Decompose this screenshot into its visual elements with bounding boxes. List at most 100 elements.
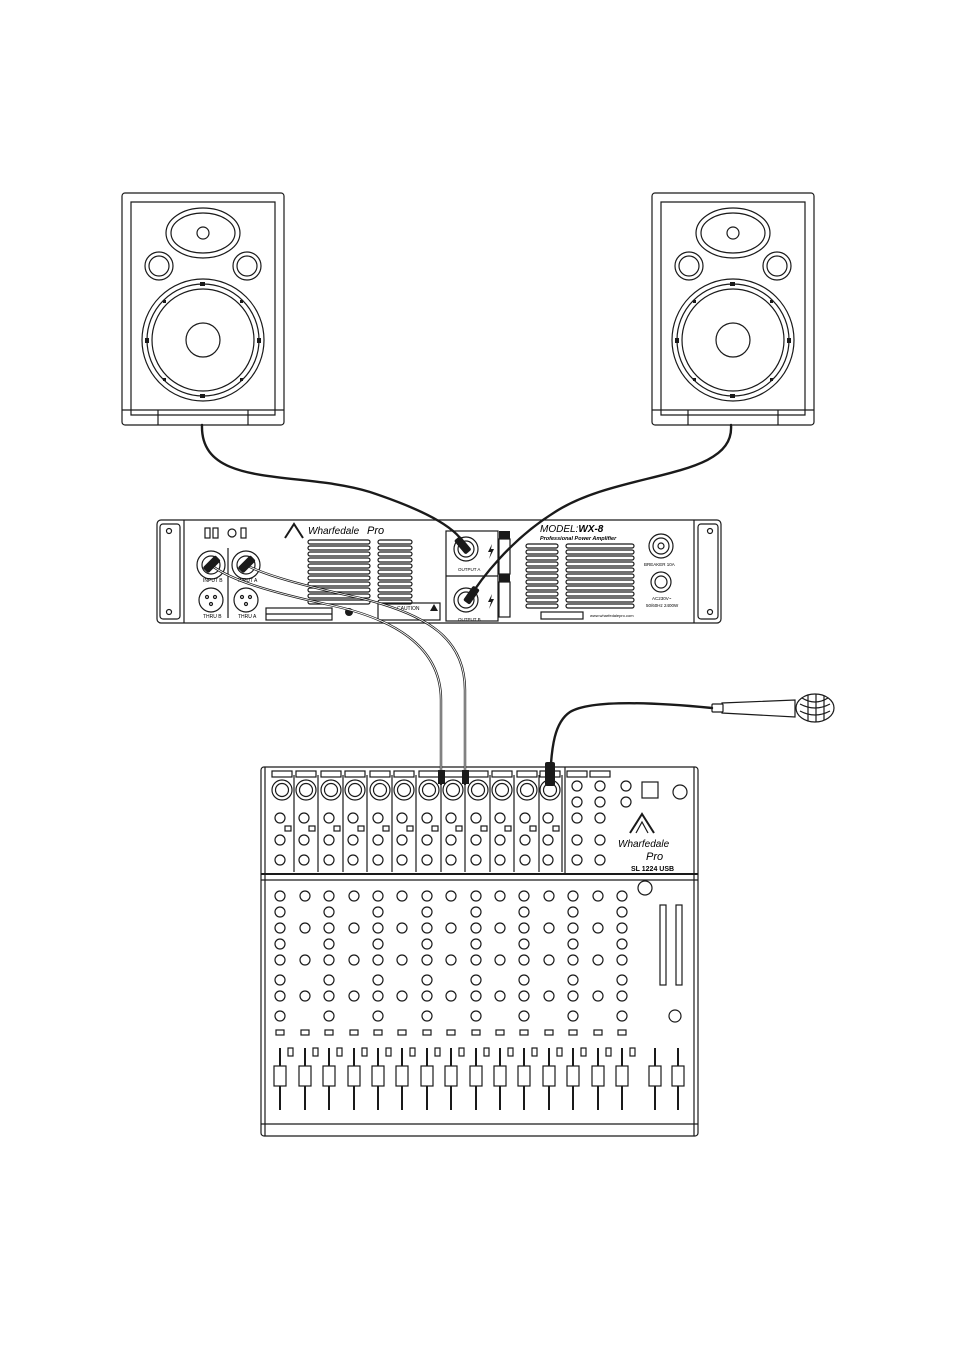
- grid-knob: [494, 890, 506, 902]
- solo-button: [629, 1047, 636, 1057]
- fader-cap: [395, 1065, 409, 1087]
- mixer-fader-section: [273, 880, 685, 1110]
- channel-knob: [396, 812, 408, 824]
- grid-knob: [616, 922, 628, 934]
- channel-knob: [396, 854, 408, 866]
- level-meter: [659, 904, 667, 986]
- vent-slot: [377, 575, 413, 581]
- channel-knob: [542, 834, 554, 846]
- xlr-input-jack-ring: [274, 782, 290, 798]
- channel-knob: [372, 834, 384, 846]
- grid-knob: [396, 890, 408, 902]
- stereo-knob: [571, 780, 583, 792]
- channel-knob: [323, 854, 335, 866]
- vent-slot: [377, 569, 413, 575]
- grid-knob: [567, 890, 579, 902]
- grid-knob: [567, 906, 579, 918]
- mute-button: [422, 1029, 432, 1036]
- channel-knob: [494, 834, 506, 846]
- mixing-console: Wharfedale Pro SL 1224 USB: [260, 766, 699, 1137]
- channel-knob: [542, 854, 554, 866]
- mute-button: [471, 1029, 481, 1036]
- channel-knob: [542, 812, 554, 824]
- fader-cap: [566, 1065, 580, 1087]
- mute-button: [275, 1029, 285, 1036]
- xlr-input-jack-ring: [323, 782, 339, 798]
- vent-slot: [565, 591, 635, 597]
- vent-slot: [377, 545, 413, 551]
- channel-knob: [470, 812, 482, 824]
- vent-slot: [377, 539, 413, 545]
- grid-knob: [421, 974, 433, 986]
- grid-knob: [323, 890, 335, 902]
- grid-knob: [470, 890, 482, 902]
- amp-model-prefix: MODEL:: [540, 524, 579, 535]
- vent-slot: [377, 563, 413, 569]
- mixer-brand-script: Pro: [646, 851, 663, 863]
- vent-slot: [525, 561, 559, 567]
- vent-slot: [307, 551, 371, 557]
- grid-knob: [616, 938, 628, 950]
- grid-knob: [445, 990, 457, 1002]
- grid-knob: [299, 990, 311, 1002]
- grid-knob: [470, 990, 482, 1002]
- vent-slot: [525, 585, 559, 591]
- channel-knob: [323, 812, 335, 824]
- grid-knob: [323, 906, 335, 918]
- vent-slot: [307, 599, 371, 605]
- amp-thru-a-label: THRU A: [238, 614, 257, 620]
- channel-knob: [519, 834, 531, 846]
- mixer-channel-strips: [271, 770, 688, 872]
- master-knob: [668, 1009, 682, 1023]
- channel-knob: [445, 854, 457, 866]
- vent-slot: [565, 549, 635, 555]
- channel-switch: [455, 825, 463, 832]
- grid-knob: [494, 990, 506, 1002]
- grid-knob: [567, 922, 579, 934]
- grid-knob: [518, 990, 530, 1002]
- vent-slot: [565, 579, 635, 585]
- solo-button: [531, 1047, 538, 1057]
- channel-knob: [494, 812, 506, 824]
- fader-cap: [298, 1065, 312, 1087]
- mute-button: [324, 1029, 334, 1036]
- channel-knob: [298, 834, 310, 846]
- svg-text:MODEL:WX-8: MODEL:WX-8: [540, 524, 604, 535]
- vent-slot: [307, 587, 371, 593]
- mute-button: [617, 1029, 627, 1036]
- microphone: [711, 693, 835, 723]
- amp-input-b-label: INPUT B: [203, 578, 223, 584]
- grid-knob: [518, 1010, 530, 1022]
- grid-knob: [274, 990, 286, 1002]
- grid-knob: [518, 906, 530, 918]
- fader-cap: [517, 1065, 531, 1087]
- stereo-knob: [571, 812, 583, 824]
- grid-knob: [567, 938, 579, 950]
- grid-knob: [616, 890, 628, 902]
- grid-knob: [567, 1010, 579, 1022]
- grid-knob: [518, 954, 530, 966]
- grid-knob: [445, 922, 457, 934]
- vent-slot: [525, 555, 559, 561]
- amp-vent-grille-right: [525, 543, 635, 609]
- grid-knob: [421, 906, 433, 918]
- amp-website: www.wharfedalepro.com: [590, 613, 634, 618]
- xlr-input-jack-ring: [421, 782, 437, 798]
- grid-knob: [470, 1010, 482, 1022]
- grid-knob: [445, 890, 457, 902]
- vent-slot: [307, 569, 371, 575]
- vent-slot: [525, 567, 559, 573]
- channel-knob: [396, 834, 408, 846]
- solo-button: [434, 1047, 441, 1057]
- channel-label-strip: [393, 770, 415, 778]
- grid-knob: [396, 954, 408, 966]
- channel-label-strip: [369, 770, 391, 778]
- grid-knob: [323, 990, 335, 1002]
- stereo-label-strip: [566, 770, 588, 778]
- grid-knob: [543, 922, 555, 934]
- grid-knob: [421, 990, 433, 1002]
- grid-knob: [470, 922, 482, 934]
- grid-knob: [494, 922, 506, 934]
- left-speaker: [121, 192, 285, 426]
- grid-knob: [274, 938, 286, 950]
